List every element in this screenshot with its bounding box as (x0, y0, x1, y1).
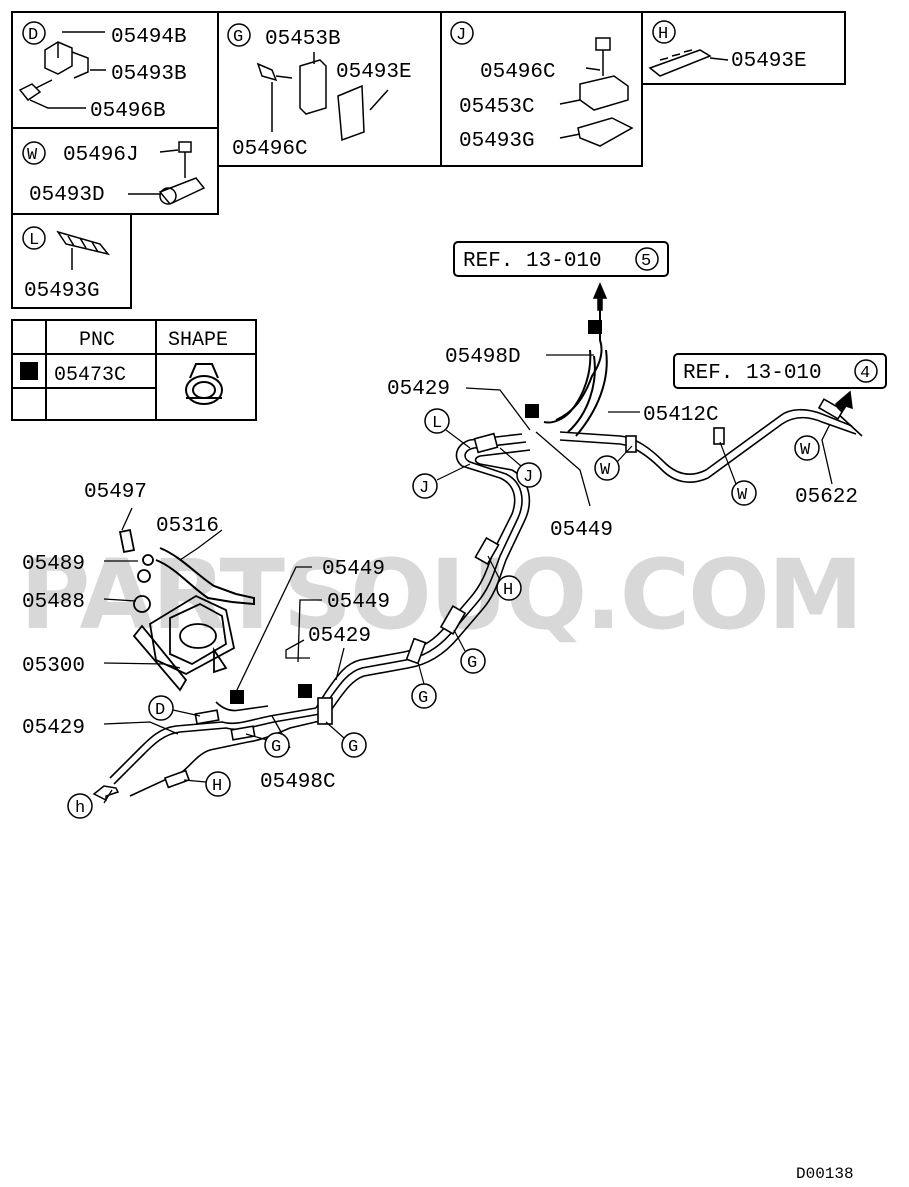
svg-text:J: J (523, 468, 533, 487)
box-letter-h: H (658, 25, 668, 44)
part-05429-top[interactable]: 05429 (387, 378, 450, 401)
marker-d[interactable]: D (148, 695, 174, 721)
part-05496b[interactable]: 05496B (90, 100, 166, 123)
part-05449-a[interactable]: 05449 (322, 558, 385, 581)
svg-text:h: h (75, 799, 85, 818)
marker-h-1[interactable]: H (496, 575, 522, 601)
ref-num-5: 5 (641, 252, 651, 271)
hose-clamp-markers (230, 320, 602, 704)
svg-text:G: G (348, 738, 358, 757)
marker-w-3[interactable]: W (794, 435, 820, 461)
clip-icon (56, 230, 110, 270)
marker-g-4[interactable]: G (264, 732, 290, 758)
part-05496j[interactable]: 05496J (63, 144, 139, 167)
h-arrow-icon (92, 785, 120, 802)
bolt-bracket-icon (559, 37, 634, 147)
canister-assembly[interactable] (118, 528, 236, 692)
ref-text-5: REF. 13-010 (463, 250, 602, 273)
svg-text:G: G (418, 689, 428, 708)
part-05622[interactable]: 05622 (795, 486, 858, 509)
leader-lines (103, 354, 833, 804)
ref5-arrow-icon (592, 282, 608, 311)
line-clamps (163, 398, 845, 789)
marker-g-3[interactable]: G (341, 732, 367, 758)
marker-w-2[interactable]: W (731, 480, 757, 506)
marker-leaders (172, 429, 737, 783)
part-05497[interactable]: 05497 (84, 481, 147, 504)
screw-clip-icon (128, 141, 206, 205)
detail-box-g: G 05453B 05493E 05496C (227, 23, 412, 161)
svg-text:D: D (155, 701, 165, 720)
box-letter-d: D (28, 26, 38, 45)
svg-text:W: W (737, 486, 748, 505)
legend-pnc-05473c[interactable]: 05473C (54, 364, 126, 387)
legend-marker-square (20, 362, 38, 380)
marker-w-1[interactable]: W (594, 455, 620, 481)
hose-clamp-icon (185, 363, 223, 405)
bracket-icon (256, 52, 389, 142)
box-letter-l: L (29, 231, 39, 250)
box-letter-j: J (456, 26, 466, 45)
legend-table: PNC SHAPE 05473C (11, 319, 257, 421)
marker-g-2[interactable]: G (411, 683, 437, 709)
part-05429-mid[interactable]: 05429 (308, 625, 371, 648)
part-05300[interactable]: 05300 (22, 655, 85, 678)
svg-text:L: L (432, 414, 442, 433)
box-letter-w: W (27, 146, 38, 165)
part-05489[interactable]: 05489 (22, 553, 85, 576)
part-05449-right[interactable]: 05449 (550, 519, 613, 542)
svg-text:H: H (503, 581, 513, 600)
part-05493b[interactable]: 05493B (111, 63, 187, 86)
diagram-code: D00138 (796, 1165, 854, 1183)
watermark: PARTSOUQ.COM (20, 539, 861, 651)
marker-l[interactable]: L (424, 408, 450, 434)
clip-icon (648, 49, 729, 77)
part-05449-b[interactable]: 05449 (327, 591, 390, 614)
part-05496c[interactable]: 05496C (232, 138, 308, 161)
bracket-clip-icon (18, 31, 106, 109)
part-05488[interactable]: 05488 (22, 591, 85, 614)
detail-box-d: D 05494B 05493B 05496B (18, 21, 187, 123)
part-05453c[interactable]: 05453C (459, 96, 535, 119)
part-05498c[interactable]: 05498C (260, 771, 336, 794)
box-letter-g: G (233, 28, 243, 47)
legend-header-shape: SHAPE (168, 329, 228, 352)
ref-box-4[interactable]: REF. 13-010 4 (673, 353, 887, 389)
marker-g-1[interactable]: G (460, 648, 486, 674)
svg-text:H: H (212, 777, 222, 796)
marker-h-lower[interactable]: h (67, 793, 93, 819)
ref4-arrow-icon (835, 390, 853, 414)
ref-box-5[interactable]: REF. 13-010 5 (453, 241, 669, 277)
part-05429-left[interactable]: 05429 (22, 717, 85, 740)
ref-text-4: REF. 13-010 (683, 362, 822, 385)
detail-box-j: J 05496C 05453C 05493G (450, 21, 634, 153)
detail-box-l: L 05493G (22, 226, 110, 303)
svg-text:G: G (271, 738, 281, 757)
part-05496c-j[interactable]: 05496C (480, 61, 556, 84)
part-05498d[interactable]: 05498D (445, 346, 521, 369)
svg-text:W: W (800, 441, 811, 460)
marker-j-2[interactable]: J (516, 462, 542, 488)
part-05493g-l[interactable]: 05493G (24, 280, 100, 303)
direction-arrows (92, 282, 853, 802)
part-05493e[interactable]: 05493E (336, 61, 412, 84)
svg-text:J: J (419, 479, 429, 498)
marker-j-1[interactable]: J (412, 473, 438, 499)
part-05493d[interactable]: 05493D (29, 184, 105, 207)
svg-text:G: G (467, 654, 477, 673)
legend-header-pnc: PNC (79, 329, 115, 352)
marker-h-2[interactable]: H (205, 771, 231, 797)
part-05453b[interactable]: 05453B (265, 28, 341, 51)
part-05493g-j[interactable]: 05493G (459, 130, 535, 153)
svg-text:W: W (600, 461, 611, 480)
part-05494b[interactable]: 05494B (111, 26, 187, 49)
detail-boxes (11, 11, 846, 309)
part-05316[interactable]: 05316 (156, 515, 219, 538)
detail-box-w: W 05496J 05493D (22, 141, 206, 207)
ref-num-4: 4 (860, 364, 870, 383)
detail-box-h: H 05493E (648, 20, 807, 77)
part-05412c[interactable]: 05412C (643, 404, 719, 427)
part-05493e-h[interactable]: 05493E (731, 50, 807, 73)
